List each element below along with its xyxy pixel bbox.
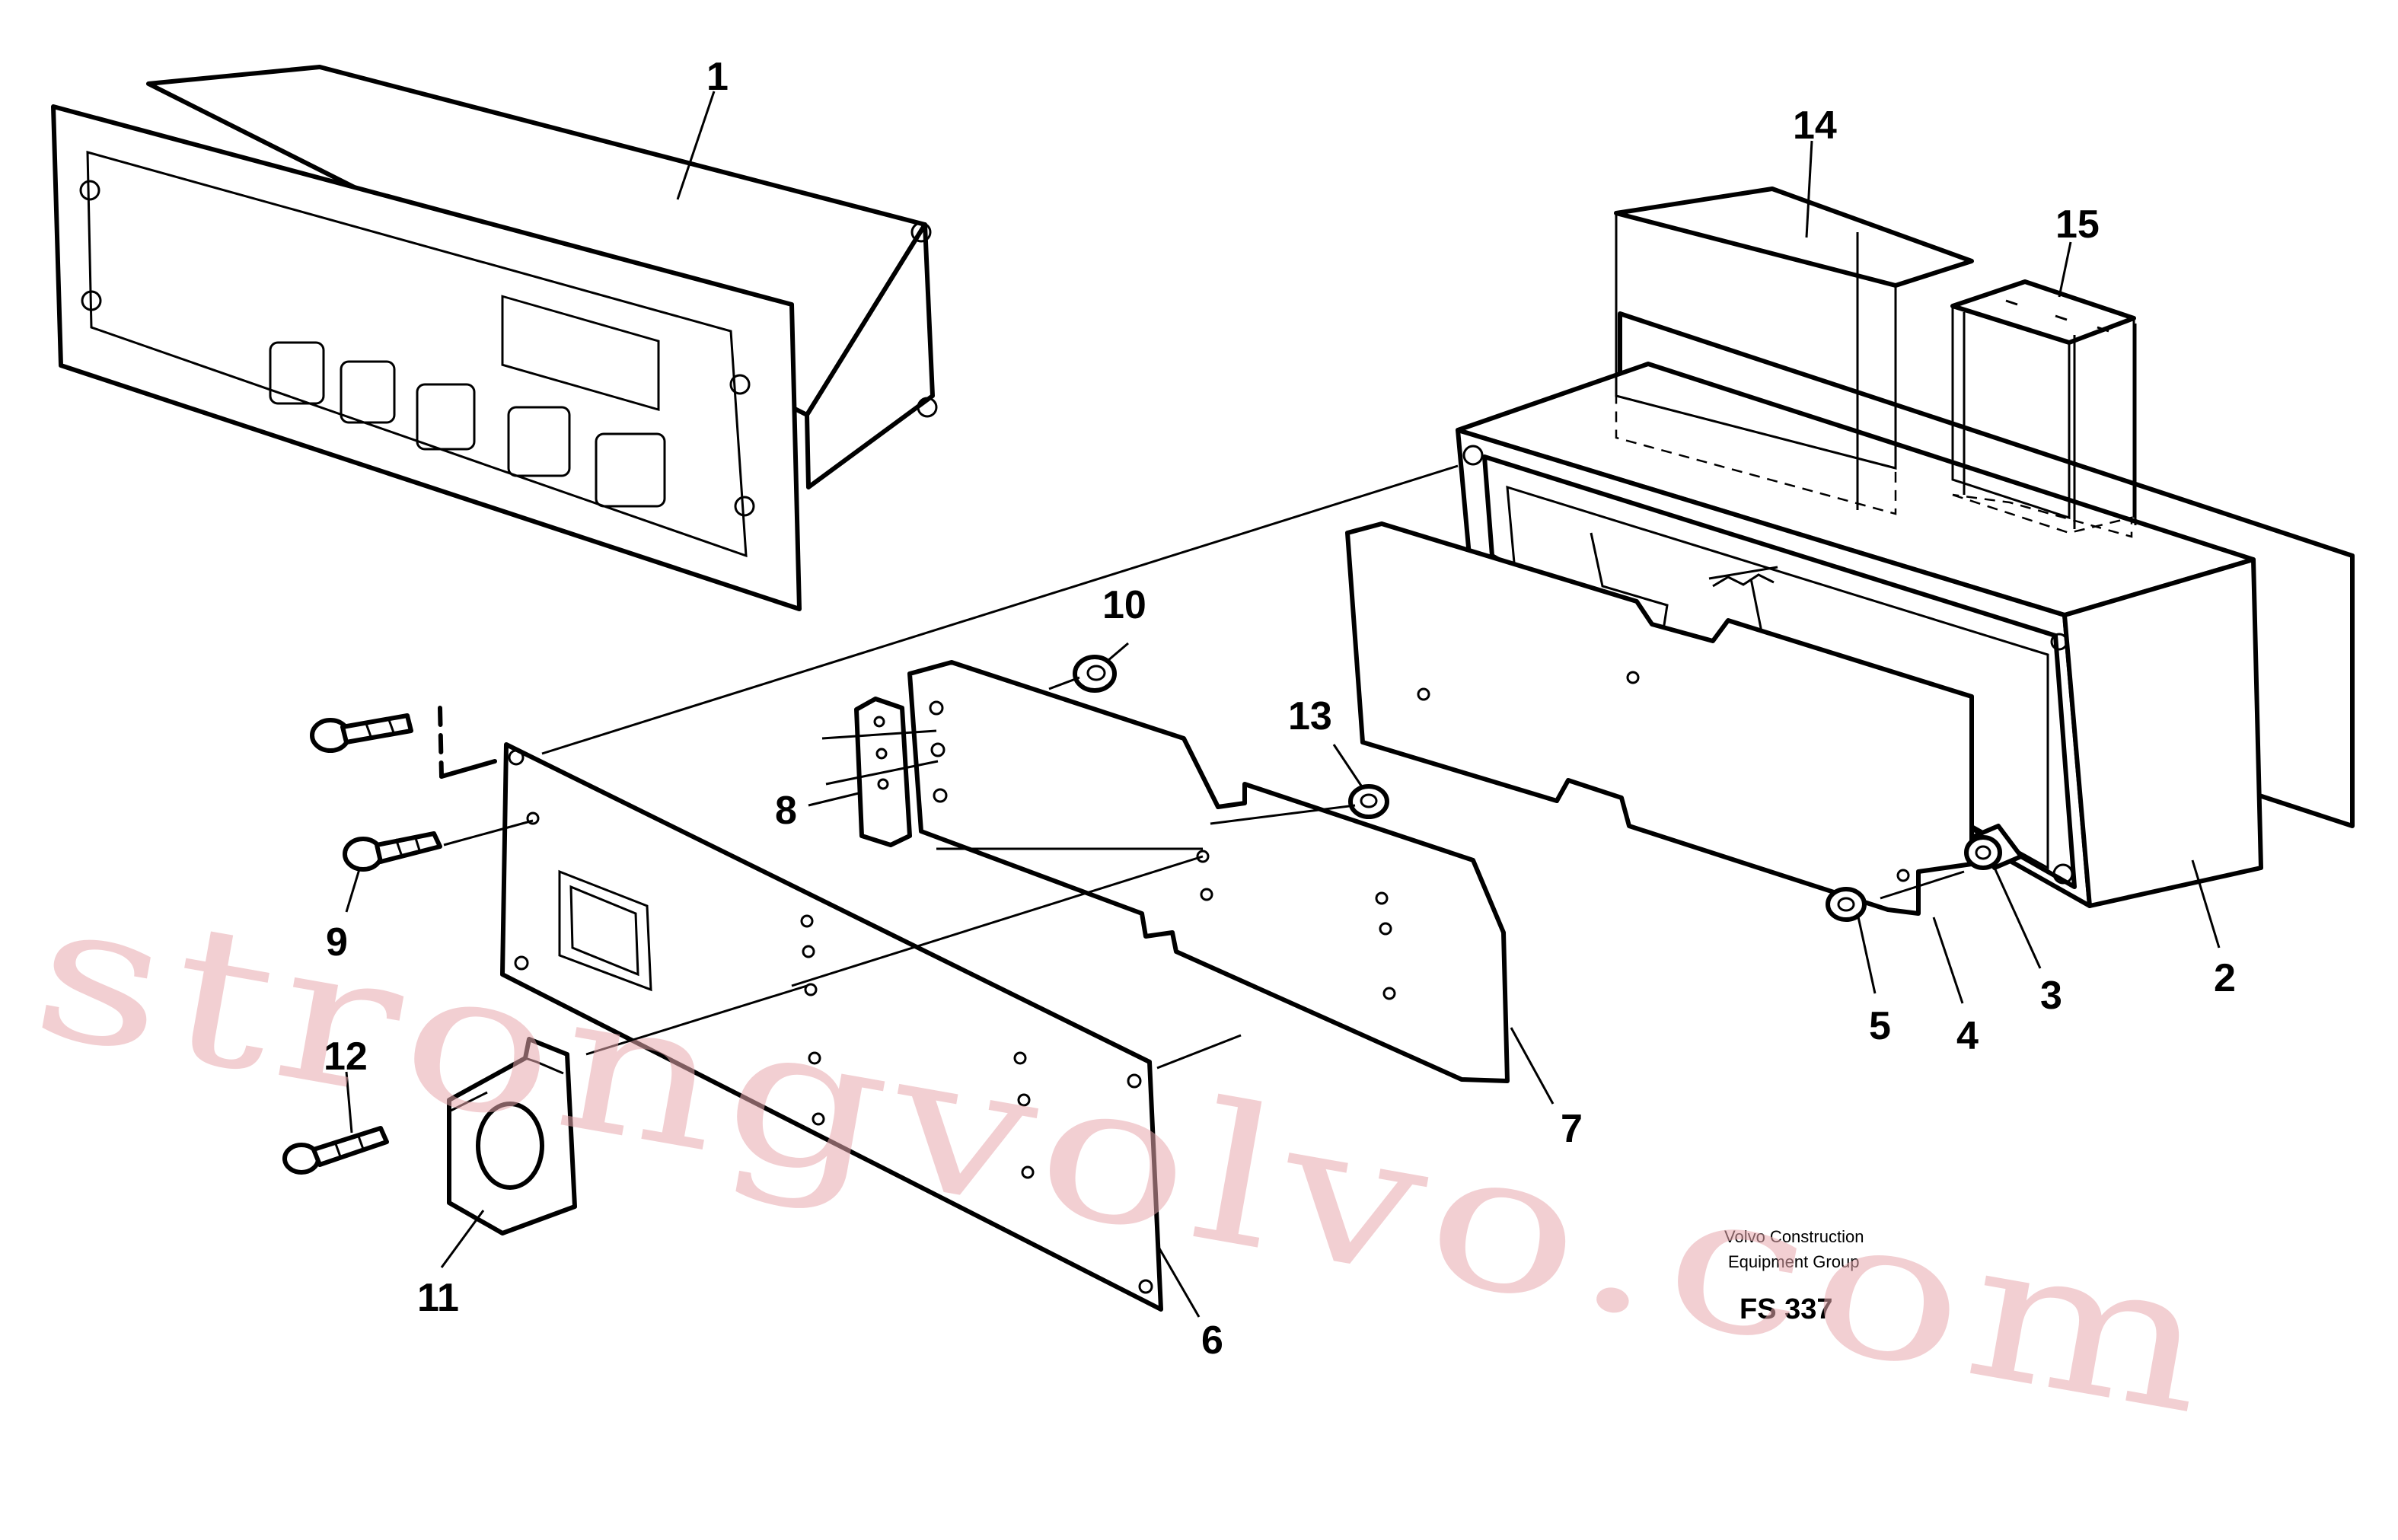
assembly-lines — [443, 232, 2137, 1113]
label-3: 3 — [2040, 974, 2062, 1018]
part-15-relay — [1950, 279, 2136, 538]
part-11-washer-bracket — [447, 1037, 577, 1236]
label-10: 10 — [1102, 583, 1146, 627]
label-14: 14 — [1793, 104, 1837, 148]
label-11: 11 — [417, 1276, 459, 1320]
part-14-module — [1614, 187, 1974, 515]
internal-spring — [1708, 566, 1778, 588]
caption-line-2: Equipment Group — [1728, 1252, 1859, 1271]
label-13: 13 — [1288, 694, 1332, 738]
label-15: 15 — [2055, 202, 2100, 247]
part-5-nut — [1826, 887, 1867, 922]
label-8: 8 — [775, 789, 797, 833]
label-5: 5 — [1869, 1004, 1891, 1048]
watermark: strongvolvo.com — [20, 856, 2232, 1458]
part-6-front-plate — [500, 742, 1163, 1312]
caption-line-1: Volvo Construction — [1724, 1227, 1864, 1246]
part-12-screw — [282, 1126, 389, 1175]
label-9: 9 — [326, 920, 348, 964]
label-4: 4 — [1956, 1014, 1979, 1058]
diagram-caption: Volvo Construction Equipment Group FS 33… — [1724, 1227, 1864, 1325]
part-7-circuit-board — [907, 660, 1510, 1083]
diagram-code: FS 337 — [1740, 1293, 1833, 1325]
leader-lines — [345, 91, 2221, 1318]
label-6: 6 — [1201, 1318, 1223, 1363]
label-2: 2 — [2214, 956, 2236, 1000]
clip-screw — [310, 706, 497, 779]
part-10-nut — [1073, 655, 1117, 693]
part-13-nut — [1348, 784, 1389, 819]
part-labels: 1 14 15 10 13 8 9 12 11 6 7 5 4 3 2 — [324, 55, 2236, 1363]
label-7: 7 — [1561, 1107, 1583, 1151]
part-3-spacer — [1964, 824, 2023, 870]
part-1-display-unit — [51, 65, 938, 611]
label-1: 1 — [706, 55, 729, 99]
part-9-screw — [343, 831, 442, 872]
part-4-gasket — [1345, 521, 1974, 916]
label-12: 12 — [324, 1035, 368, 1079]
